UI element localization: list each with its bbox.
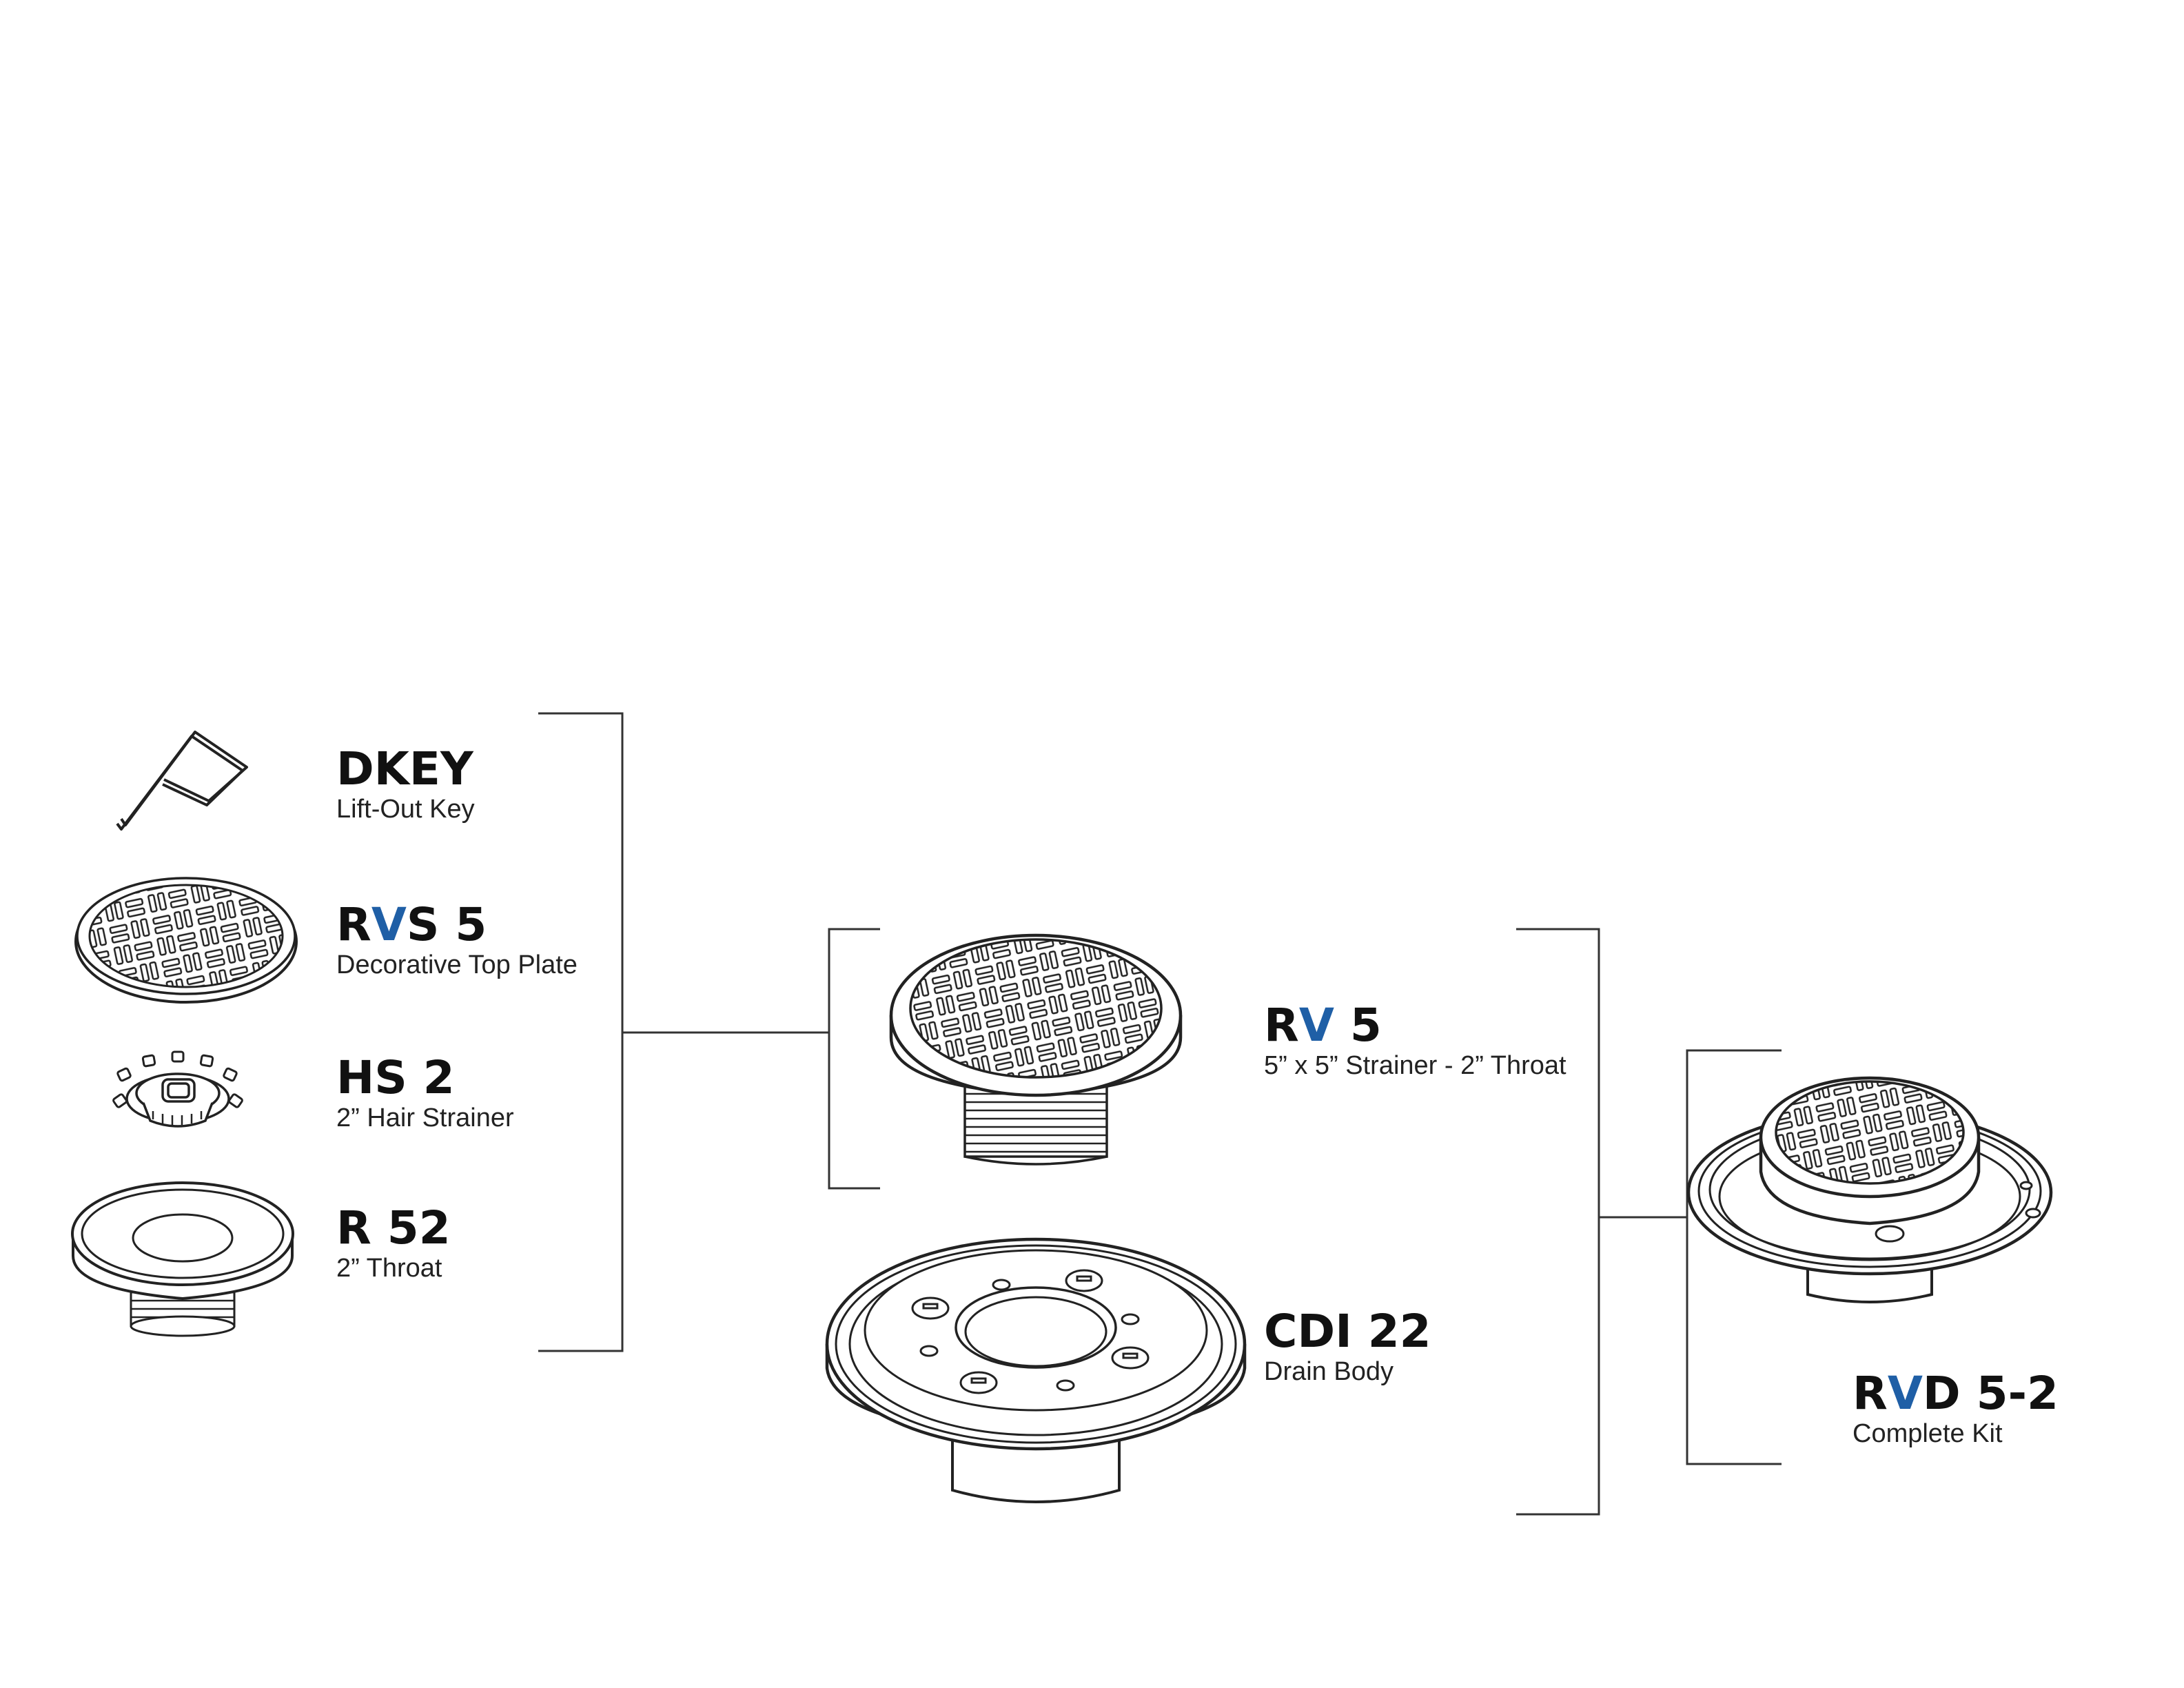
product-code: RV 5: [1264, 999, 1382, 1052]
product-code: RVS 5: [336, 898, 487, 951]
product-code: R 52: [336, 1201, 451, 1254]
assembly-cdi22: CDI 22 Drain Body: [1264, 1307, 1431, 1387]
component-rvs5: RVS 5 Decorative Top Plate: [336, 900, 578, 980]
product-code: CDI 22: [1264, 1305, 1431, 1358]
hair-strainer-icon: [112, 1050, 243, 1128]
product-code: DKEY: [336, 742, 473, 795]
product-code: HS 2: [336, 1051, 455, 1104]
product-code: RVD 5-2: [1853, 1367, 2059, 1420]
product-description: 5” x 5” Strainer - 2” Throat: [1264, 1051, 1566, 1080]
component-hs2: HS 2 2” Hair Strainer: [336, 1053, 514, 1133]
product-description: 2” Hair Strainer: [336, 1104, 514, 1132]
complete-kit-icon: [1686, 1076, 2053, 1303]
bracket-assemblies: [1516, 928, 1687, 1516]
component-dkey: DKEY Lift-Out Key: [336, 744, 475, 824]
product-description: Decorative Top Plate: [336, 950, 578, 979]
strainer-assembly-icon: [889, 933, 1183, 1166]
product-description: Complete Kit: [1853, 1419, 2003, 1448]
product-description: Drain Body: [1264, 1357, 1394, 1386]
decorative-top-plate-icon: [74, 877, 298, 1004]
kit-rvd52: RVD 5-2 Complete Kit: [1853, 1369, 2059, 1449]
product-description: Lift-Out Key: [336, 795, 475, 824]
lift-out-key-icon: [116, 731, 248, 831]
assembly-rv5: RV 5 5” x 5” Strainer - 2” Throat: [1264, 1001, 1566, 1081]
throat-ring-icon: [71, 1181, 294, 1337]
product-description: 2” Throat: [336, 1254, 442, 1283]
bracket-rv5: [828, 928, 880, 1190]
drain-body-icon: [825, 1237, 1247, 1503]
bracket-kit: [1686, 1049, 1782, 1465]
component-r52: R 52 2” Throat: [336, 1203, 451, 1283]
bracket-components: [538, 712, 829, 1352]
